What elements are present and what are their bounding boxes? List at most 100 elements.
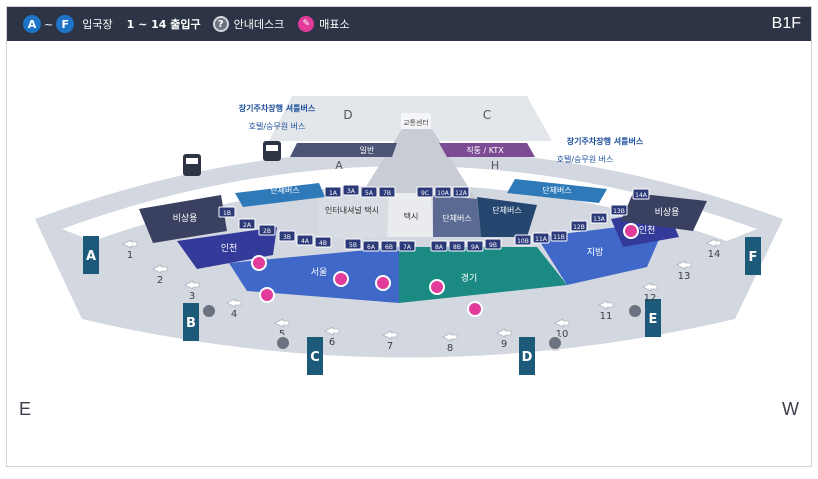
gate-marker-label: B: [186, 316, 196, 331]
platform-tag: [532, 232, 550, 244]
gate-marker-e: [645, 299, 661, 337]
express-label: 직통 / KTX: [466, 145, 504, 155]
arrival-hall-label: 입국장: [82, 18, 113, 31]
emergency-left-area: [139, 195, 227, 243]
exit-arrow-icon: [554, 318, 570, 328]
platform-tag-label: 11B: [553, 234, 565, 241]
ticket-office-label: 매표소: [319, 18, 350, 31]
hotel-bus-left-label: 호텔/승무원 버스: [249, 121, 306, 131]
platform-tag: [416, 186, 434, 198]
platform-tag-label: 6A: [367, 244, 376, 251]
platform-tag: [258, 224, 276, 236]
exit-number-14: 14: [708, 249, 721, 260]
platform-tag-label: 7A: [403, 244, 412, 251]
gate-marker-label: F: [749, 250, 758, 265]
emergency-left-label: 비상용: [173, 213, 198, 224]
platform-tag-label: 14A: [635, 192, 648, 199]
platform-tag: [484, 238, 502, 250]
bus-icon-window: [186, 158, 198, 164]
platform-tag-label: 8A: [435, 244, 444, 251]
exit-range-label: 1 ~ 14 출입구: [126, 18, 201, 31]
exit-arrow-icon: [598, 300, 614, 310]
platform-tag-label: 8B: [453, 244, 461, 251]
ticket-icon: [623, 223, 639, 239]
ticket-icon: [467, 301, 483, 317]
exit-arrow-icon: [442, 332, 458, 342]
exit-number-7: 7: [387, 341, 393, 352]
platform-tag-label: 1B: [223, 210, 231, 217]
exit-number-2: 2: [157, 275, 163, 286]
info-desk-label: 안내데스크: [233, 18, 285, 31]
ticket-icon: ✎: [298, 16, 315, 32]
gate-marker-label: E: [649, 312, 658, 327]
platform-tag-label: 7B: [383, 190, 391, 197]
group-bus-right-label: 단체버스: [542, 185, 571, 195]
platform-tag-label: 3A: [347, 188, 356, 195]
gyeonggi-label: 경기: [461, 272, 478, 284]
platform-tag-label: 10B: [517, 238, 529, 245]
platform-tag: [378, 186, 396, 198]
platform-tag: [632, 188, 650, 200]
platform-tag-label: 11A: [535, 236, 548, 243]
exit-arrow-icon: [152, 264, 168, 274]
platform-tag-label: 9C: [421, 190, 429, 197]
exit-number-6: 6: [329, 337, 335, 348]
platform-tag: [448, 240, 466, 252]
group-bus-left-label: 단체버스: [270, 185, 299, 195]
inter-taxi-area: [319, 193, 389, 239]
platform-tag: [590, 212, 608, 224]
gate-marker-label: D: [522, 350, 533, 365]
hotel-bus-right-label: 호텔/승무원 버스: [557, 154, 614, 164]
platform-tag: [324, 186, 342, 198]
seoul-label: 서울: [311, 267, 328, 278]
shuttle-left-label: 장기주차장행 셔틀버스: [239, 103, 316, 113]
question-mark-icon: [547, 335, 563, 351]
exit-number-8: 8: [447, 343, 453, 354]
map-frame: A ~ F 입국장 1 ~ 14 출입구 ? 안내데스크 ✎ 매표소 B1F D…: [6, 6, 812, 467]
gate-marker-c: [307, 337, 323, 375]
platform-tag: [380, 240, 398, 252]
exit-arrow-icon: [382, 330, 398, 340]
walkway-band: [62, 166, 757, 241]
ticket-icon: [333, 271, 349, 287]
platform-tag: [360, 186, 378, 198]
gate-marker-d: [519, 337, 535, 375]
group-bus-mid-right-label: 단체버스: [492, 205, 521, 215]
floor-label: B1F: [771, 15, 801, 32]
platform-tag: [434, 186, 452, 198]
platform-tag-label: 13A: [593, 216, 606, 223]
zone-h-label: H: [491, 159, 499, 172]
emergency-right-area: [621, 193, 707, 231]
transport-center-label: 교통센터: [403, 118, 429, 127]
incheon-left-label: 인천: [221, 243, 238, 254]
ticket-icon: [251, 255, 267, 271]
ticket-icon: [429, 279, 445, 295]
local-label: 지방: [587, 247, 604, 258]
platform-tag-label: 9B: [489, 242, 497, 249]
exit-number-4: 4: [231, 309, 237, 320]
exit-number-10: 10: [556, 329, 569, 340]
ticket-icon: [375, 275, 391, 291]
bus-icon: [183, 154, 201, 176]
platform-tag: [466, 240, 484, 252]
platform-tag: [452, 186, 470, 198]
exit-arrow-icon: [184, 280, 200, 290]
direction-left-label: E: [19, 399, 32, 419]
taxi-label: 택시: [404, 211, 419, 221]
exit-arrow-icon: [122, 239, 138, 249]
platform-tag: [362, 240, 380, 252]
taxi-area: [387, 193, 433, 237]
transport-center-cone: [357, 129, 477, 201]
exit-arrow-icon: [324, 326, 340, 336]
platform-tag: [398, 240, 416, 252]
incheon-right-label: 인천: [639, 225, 656, 236]
ticket-icon: [259, 287, 275, 303]
exit-arrow-icon: [676, 260, 692, 270]
group-bus-right-bay: [507, 179, 607, 203]
express-rail: [439, 143, 535, 157]
question-mark-icon: [627, 303, 643, 319]
platform-tag-label: 9A: [471, 244, 480, 251]
general-rail: [290, 143, 397, 157]
